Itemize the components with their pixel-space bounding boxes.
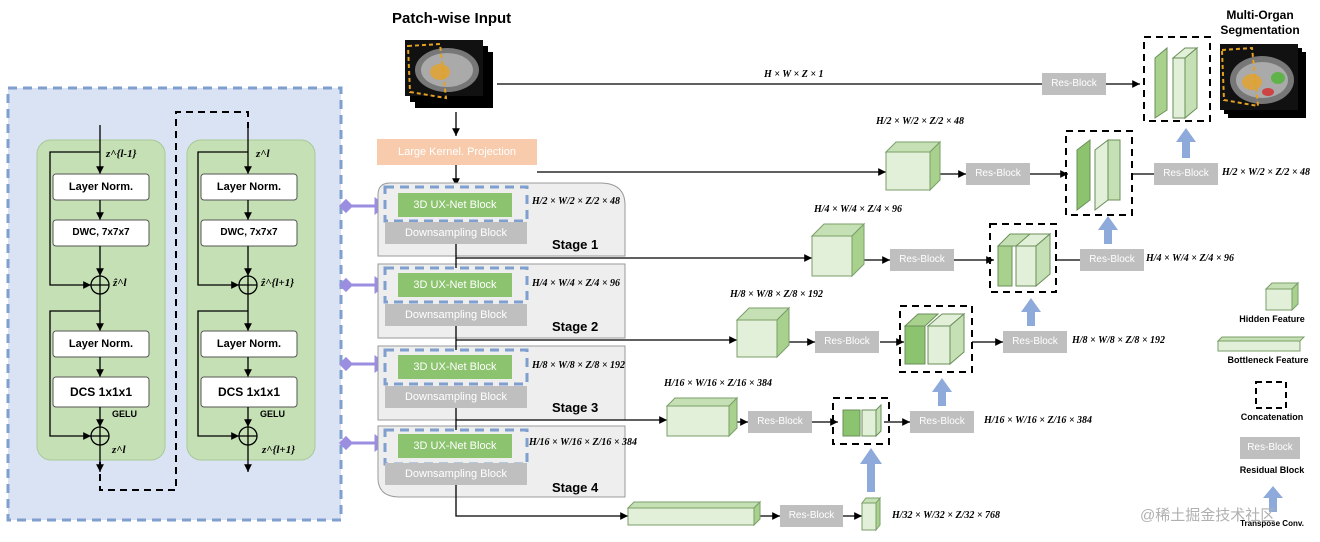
stage1-label: Stage 1: [552, 237, 599, 252]
resblock-label-192-dec: Res-Block: [1012, 336, 1058, 347]
resblock-label-96-dec: Res-Block: [1089, 254, 1135, 265]
decoder-dim-48: H/2 × W/2 × Z/2 × 48: [1222, 167, 1311, 178]
resblock-label-96-enc: Res-Block: [899, 254, 945, 265]
stage3-uxnet-block: 3D UX-Net Block: [413, 361, 497, 373]
legend-transpose-conv: Transpose Conv.: [1240, 519, 1304, 528]
stage2-uxnet-block: 3D UX-Net Block: [413, 279, 497, 291]
decoder-dim-384: H/16 × W/16 × Z/16 × 384: [984, 415, 1093, 426]
detail1-input-label: z^{l-1}: [106, 148, 137, 160]
stage4-downsampling-block: Downsampling Block: [404, 468, 508, 480]
stage4-label: Stage 4: [552, 480, 599, 495]
detail-column-1: [49, 125, 150, 472]
detail2-mid-label: ẑ^{l+1}: [261, 277, 295, 289]
detail1-layer-norm-1: Layer Norm.: [68, 181, 134, 193]
stage1-dim: H/2 × W/2 × Z/2 × 48: [532, 196, 621, 207]
detail1-dwc: DWC, 7x7x7: [72, 227, 130, 238]
decoder-dim-96: H/4 × W/4 × Z/4 × 96: [1146, 253, 1235, 264]
stage1-downsampling-block: Downsampling Block: [404, 227, 508, 239]
legend-residual-block: Residual Block: [1239, 465, 1305, 475]
detail2-input-label: z^l: [256, 148, 270, 160]
detail2-dcs: DCS 1x1x1: [217, 385, 281, 399]
feature-dim-192: H/8 × W/8 × Z/8 × 192: [730, 289, 824, 300]
detail1-dcs: DCS 1x1x1: [69, 385, 133, 399]
legend-concatenation: Concatenation: [1240, 412, 1304, 422]
detail1-mid-label: ẑ^l: [113, 277, 127, 289]
resblock-label-top: Res-Block: [1051, 78, 1097, 89]
output-segmentation-image: [1220, 44, 1306, 118]
output-title: Multi-Organ Segmentation: [1214, 8, 1306, 38]
stage4-dim: H/16 × W/16 × Z/16 × 384: [529, 437, 638, 448]
resblock-label-768: Res-Block: [788, 510, 835, 521]
decoder-dim-192: H/8 × W/8 × Z/8 × 192: [1072, 335, 1166, 346]
transpose-conv-arrows: [860, 128, 1196, 492]
detail1-output-label: z^l: [112, 444, 126, 456]
stage2-downsampling-block: Downsampling Block: [404, 309, 508, 321]
block-detail-panel: [6, 86, 343, 522]
flow-lines: [455, 80, 1154, 520]
resblock-label-48-enc: Res-Block: [975, 168, 1021, 179]
detail1-gelu: GELU: [112, 409, 138, 419]
resblock-label-384-enc: Res-Block: [757, 416, 803, 427]
detail1-layer-norm-2: Layer Norm.: [68, 338, 134, 350]
detail2-dwc: DWC, 7x7x7: [220, 227, 278, 238]
concatenation-blocks: [832, 36, 1211, 445]
resblock-label-48-dec: Res-Block: [1163, 168, 1209, 179]
resblock-label-192-enc: Res-Block: [824, 336, 870, 347]
watermark: @稀土掘金技术社区: [1140, 507, 1276, 524]
detail2-layer-norm-2: Layer Norm.: [216, 338, 282, 350]
stage2-label: Stage 2: [552, 319, 599, 334]
detail2-gelu: GELU: [260, 409, 286, 419]
stage1-uxnet-block: 3D UX-Net Block: [413, 199, 497, 211]
feature-dim-384: H/16 × W/16 × Z/16 × 384: [664, 378, 773, 389]
res-blocks: [748, 73, 1218, 527]
hidden-feature-cubes: [626, 140, 942, 532]
stage3-downsampling-block: Downsampling Block: [404, 391, 508, 403]
large-kernel-projection: [377, 139, 537, 165]
input-title: Patch-wise Input: [392, 10, 512, 27]
stage3-label: Stage 3: [552, 400, 599, 415]
legend-bottleneck-feature: Bottleneck Feature: [1227, 355, 1309, 365]
legend: [1216, 281, 1306, 512]
stage2-dim: H/4 × W/4 × Z/4 × 96: [532, 278, 621, 289]
detail2-output-label: z^{l+1}: [262, 444, 296, 456]
output-title-line2: Segmentation: [1220, 23, 1300, 37]
legend-resblock-sample: Res-Block: [1247, 442, 1293, 453]
stage4-uxnet-block: 3D UX-Net Block: [413, 440, 497, 452]
input-ct-image: [405, 40, 493, 108]
feature-dim-768: H/32 × W/32 × Z/32 × 768: [892, 510, 1001, 521]
legend-hidden-feature: Hidden Feature: [1239, 314, 1305, 324]
output-title-line1: Multi-Organ: [1226, 8, 1294, 22]
projection-label: Large Kernel. Projection: [397, 146, 516, 158]
resblock-label-384-dec: Res-Block: [919, 416, 965, 427]
detail-column-2: [197, 125, 298, 472]
feature-dim-96: H/4 × W/4 × Z/4 × 96: [814, 204, 903, 215]
encoder-stages: [377, 182, 626, 498]
stage3-dim: H/8 × W/8 × Z/8 × 192: [532, 360, 626, 371]
top-dim-label: H × W × Z × 1: [764, 69, 824, 80]
feature-dim-48: H/2 × W/2 × Z/2 × 48: [876, 116, 965, 127]
detail2-layer-norm-1: Layer Norm.: [216, 181, 282, 193]
